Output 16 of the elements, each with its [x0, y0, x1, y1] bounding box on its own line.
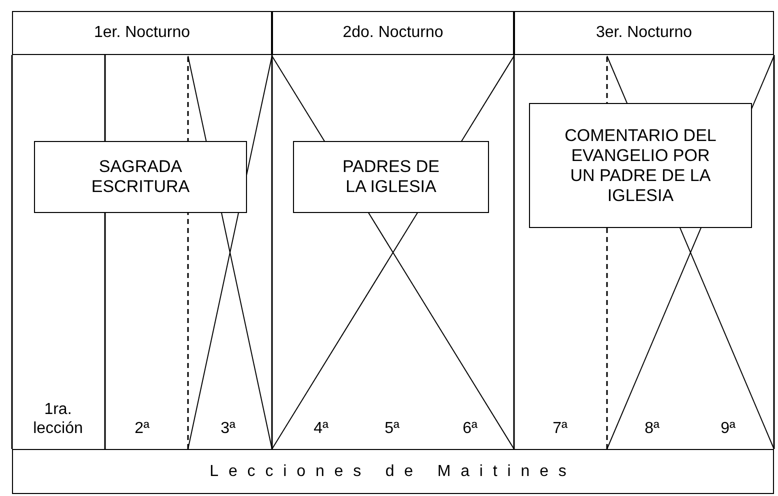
header-cell: 2do. Nocturno: [272, 11, 514, 55]
text-box: COMENTARIO DEL EVANGELIO POR UN PADRE DE LA IGLESIA: [529, 103, 752, 228]
lesson-label: 1ra. lección: [32, 400, 84, 438]
text-box: SAGRADA ESCRITURA: [34, 141, 247, 213]
text-box: PADRES DE LA IGLESIA: [293, 141, 489, 213]
lesson-label: 9ª: [720, 419, 736, 438]
footer-band: Lecciones de Maitines: [12, 449, 774, 494]
header-cell: 1er. Nocturno: [12, 11, 272, 55]
lesson-label: 8ª: [644, 419, 660, 438]
lesson-label: 2ª: [134, 419, 150, 438]
header-cell: 3er. Nocturno: [514, 11, 774, 55]
lesson-label: 6ª: [462, 419, 478, 438]
lesson-label: 5ª: [384, 419, 400, 438]
lesson-label: 4ª: [312, 419, 330, 438]
lesson-label: 3ª: [220, 419, 236, 438]
lesson-label: 7ª: [552, 419, 568, 438]
